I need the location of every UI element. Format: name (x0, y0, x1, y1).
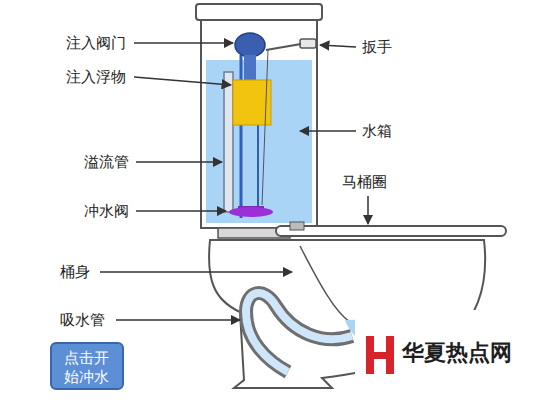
fill-valve-stem (244, 55, 256, 81)
siphon-pipe (246, 293, 352, 372)
callout-label: 桶身 (60, 263, 90, 281)
flush-valve (229, 207, 273, 217)
callout-label: 溢流管 (84, 153, 129, 171)
handle (300, 39, 316, 48)
callout-label: 注入浮物 (66, 68, 126, 86)
handle-lever (266, 44, 301, 50)
seat-hinge (290, 222, 304, 230)
siphon-water (246, 293, 352, 372)
bowl-inner (300, 246, 350, 322)
fill-pipe (240, 55, 243, 218)
flush-chain (262, 50, 268, 205)
flush-button: 点击开 始冲水 (50, 342, 124, 390)
callout-label: 注入阀门 (66, 34, 126, 52)
overflow-pipe (224, 72, 233, 212)
callout-label: 冲水阀 (84, 202, 129, 220)
watermark: 华夏热点网 (402, 340, 512, 366)
button-text: 点击开 始冲水 (62, 349, 112, 387)
callout-label: 马桶圈 (342, 173, 387, 191)
leader-lines (100, 43, 368, 320)
toilet-seat (276, 226, 506, 236)
water-tank (201, 20, 317, 228)
tank-lid (196, 4, 322, 20)
fill-pipe (257, 125, 259, 212)
watermark-logo (366, 336, 394, 374)
callout-label: 扳手 (362, 38, 392, 56)
callout-label: 吸水管 (60, 311, 105, 329)
fill-valve (235, 33, 265, 57)
callout-label: 水箱 (362, 122, 392, 140)
watermark-panel (355, 310, 548, 402)
